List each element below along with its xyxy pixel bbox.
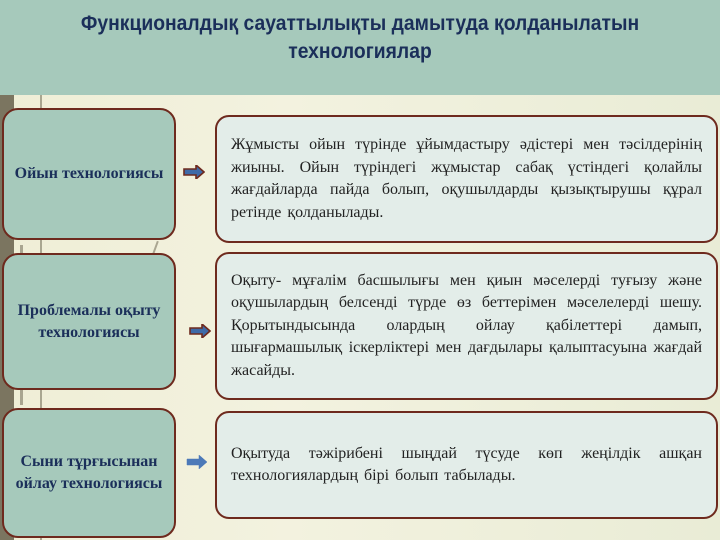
- description-game-technology: Жұмысты ойын түрінде ұйымдастыру әдістер…: [215, 115, 718, 243]
- slide-title: Функционалдық сауаттылықты дамытуда қолд…: [80, 12, 640, 63]
- label-text: Сыни тұрғысынан ойлау технологиясы: [15, 453, 163, 492]
- description-text: Оқыту- мұғалім басшылығы мен қиын мәселе…: [231, 271, 702, 379]
- label-game-technology: Ойын технологиясы: [2, 108, 176, 240]
- label-critical-thinking-technology: Сыни тұрғысынан ойлау технологиясы: [2, 408, 176, 538]
- description-text: Оқытуда тәжірибені шыңдай түсуде көп жең…: [231, 444, 702, 485]
- label-text: Ойын технологиясы: [14, 165, 164, 182]
- slide-header: Функционалдық сауаттылықты дамытуда қолд…: [0, 0, 720, 95]
- right-arrow-icon: [183, 165, 205, 179]
- description-problem-learning-technology: Оқыту- мұғалім басшылығы мен қиын мәселе…: [215, 252, 718, 400]
- description-text: Жұмысты ойын түрінде ұйымдастыру әдістер…: [231, 136, 702, 221]
- description-critical-thinking-technology: Оқытуда тәжірибені шыңдай түсуде көп жең…: [215, 411, 718, 519]
- right-arrow-icon: [189, 324, 211, 338]
- right-arrow-icon: [186, 455, 208, 469]
- label-problem-learning-technology: Проблемалы оқыту технологиясы: [2, 253, 176, 390]
- label-text: Проблемалы оқыту технологиясы: [17, 301, 161, 341]
